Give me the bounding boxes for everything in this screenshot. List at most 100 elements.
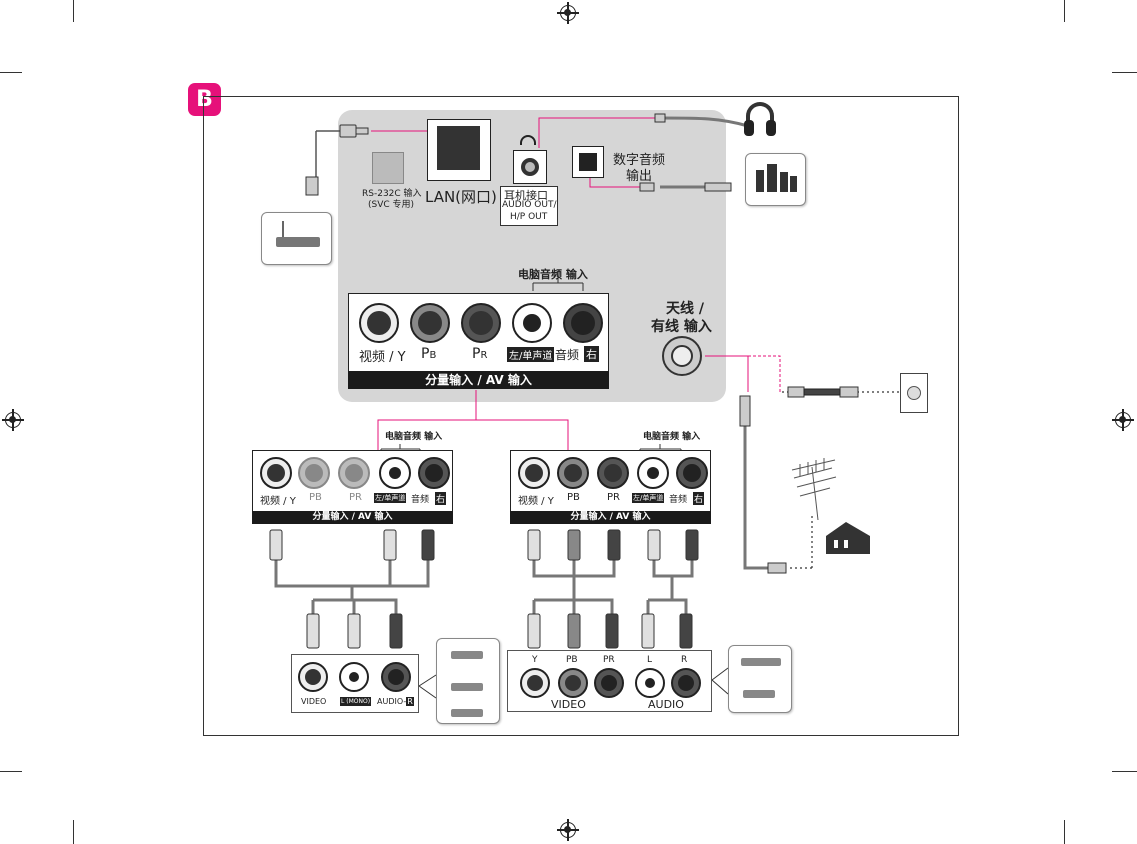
speaker-icon — [756, 170, 764, 192]
left-jack-pr — [338, 457, 370, 489]
right-label-right: 右 — [693, 492, 705, 505]
optical-socket-icon — [579, 153, 597, 171]
comp-jack-y — [520, 668, 550, 698]
crop-mark-right-bottom — [1112, 771, 1137, 772]
comp-label-pb: PB — [566, 655, 578, 665]
registration-mark-top — [557, 2, 579, 24]
headphones-icon — [746, 102, 774, 132]
right-label-pb: PB — [567, 492, 580, 503]
right-jack-y — [518, 457, 550, 489]
registration-mark-left — [2, 409, 24, 431]
crop-mark-top-right — [1064, 0, 1065, 22]
disc-player-icon — [743, 690, 775, 698]
crop-mark-bottom-right — [1064, 820, 1065, 844]
dvd-player-icon — [451, 651, 483, 659]
speaker-icon-3 — [780, 172, 788, 192]
rs232-port-icon — [372, 152, 404, 184]
headphone-icon — [520, 135, 536, 145]
speaker-icon-2 — [767, 164, 777, 192]
registration-mark-bottom — [557, 819, 579, 841]
crop-mark-bottom-left — [73, 820, 74, 844]
av-source-box — [436, 638, 500, 724]
router-icon — [276, 237, 320, 247]
tv-jack-left — [512, 303, 552, 343]
right-jack-pr — [597, 457, 629, 489]
left-jack-y — [260, 457, 292, 489]
right-label-left: 左/单声道 — [632, 493, 665, 503]
lan-socket-icon — [437, 126, 480, 170]
right-component-bar: 分量输入 / AV 输入 — [510, 511, 711, 524]
camcorder-icon — [451, 709, 483, 717]
optical-port — [572, 146, 604, 178]
tv-label-pb: PB — [421, 346, 437, 362]
av-label-video: VIDEO — [301, 697, 327, 706]
comp-audio-group-label: AUDIO — [648, 698, 684, 711]
right-pc-audio-label: 电脑音频 输入 — [643, 432, 701, 442]
rs232-label-1: RS-232C 输入 — [362, 189, 422, 199]
tv-jack-pb — [410, 303, 450, 343]
tv-component-bar: 分量输入 / AV 输入 — [348, 371, 609, 389]
headphone-label-2: AUDIO OUT/ — [502, 200, 557, 210]
digital-audio-label-1: 数字音频 — [613, 153, 666, 168]
tv-label-audio: 音频 — [555, 348, 580, 362]
dvd-player-icon-2 — [741, 658, 781, 666]
headphones-cup-right — [766, 120, 776, 136]
crop-mark-left-bottom — [0, 771, 22, 772]
tv-jack-pr — [461, 303, 501, 343]
headphone-jack — [521, 158, 539, 176]
comp-label-r: R — [681, 655, 688, 665]
tv-jack-right — [563, 303, 603, 343]
tv-label-left: 左/单声道 — [507, 347, 555, 362]
av-label-audio: AUDIO-R — [377, 697, 414, 706]
left-label-y: 视频 / Y — [260, 496, 296, 507]
lan-port — [427, 119, 491, 181]
headphone-label-3: H/P OUT — [510, 212, 548, 222]
crop-mark-top-left — [73, 0, 74, 22]
left-label-audio: 音频 — [411, 495, 430, 505]
crop-mark-right-top — [1112, 72, 1137, 73]
tv-jack-y — [359, 303, 399, 343]
headphone-label-1: 耳机接口 — [504, 189, 548, 202]
left-label-pb: PB — [309, 492, 322, 503]
speaker-icon-4 — [790, 176, 797, 192]
left-label-pr: PR — [349, 492, 362, 503]
headphone-label-box — [500, 186, 558, 226]
right-label-audio: 音频 — [669, 495, 688, 505]
antenna-port — [662, 336, 702, 376]
right-label-pr: PR — [607, 492, 620, 503]
headphones-cup-left — [744, 120, 754, 136]
right-label-y: 视频 / Y — [518, 496, 554, 507]
antenna-label-1: 天线 / — [666, 301, 704, 317]
vcr-icon — [451, 683, 483, 691]
speaker-box — [745, 153, 806, 206]
tv-label-right: 右 — [584, 346, 599, 362]
crop-mark-left-top — [0, 72, 22, 73]
tv-label-y: 视频 / Y — [359, 350, 406, 365]
comp-video-group-label: VIDEO — [551, 698, 586, 711]
left-pc-audio-label: 电脑音频 输入 — [385, 432, 443, 442]
rs232-label-2: (SVC 专用) — [368, 200, 415, 210]
left-component-bar: 分量输入 / AV 输入 — [252, 511, 453, 524]
comp-jack-pr — [594, 668, 624, 698]
comp-label-l: L — [647, 655, 653, 665]
av-jack-mono — [339, 662, 369, 692]
diagram-frame — [203, 96, 959, 736]
comp-label-pr: PR — [603, 655, 615, 665]
registration-mark-right — [1112, 409, 1134, 431]
comp-jack-r — [671, 668, 701, 698]
right-jack-left — [637, 457, 669, 489]
av-label-mono: L (MONO) — [340, 697, 372, 706]
left-jack-left — [379, 457, 411, 489]
tv-label-pr: PR — [472, 346, 488, 362]
comp-jack-pb — [558, 668, 588, 698]
digital-audio-label-2: 输出 — [626, 169, 653, 184]
comp-label-y: Y — [532, 655, 538, 665]
left-jack-right — [418, 457, 450, 489]
headphone-port — [513, 150, 547, 184]
section-badge: B — [188, 83, 221, 116]
tv-pc-audio-label: 电脑音频 输入 — [518, 268, 588, 281]
av-jack-right — [381, 662, 411, 692]
antenna-label-2: 有线 输入 — [651, 319, 712, 335]
left-label-left: 左/单声道 — [374, 493, 407, 503]
